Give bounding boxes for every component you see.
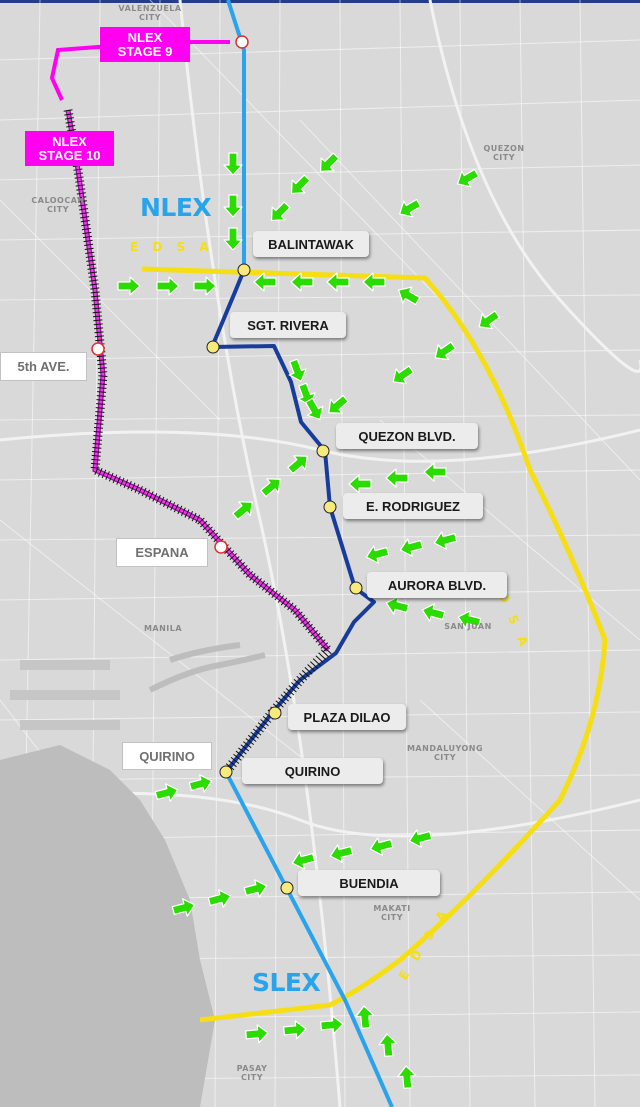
city-label-manila: MANILA [143, 624, 183, 633]
stage9-junction-marker [235, 35, 249, 49]
quezon-blvd-dot [316, 444, 330, 458]
top-border [0, 0, 640, 3]
city-label-mandaluyong: MANDALUYONG CITY [406, 744, 484, 762]
quirino-dot [219, 765, 233, 779]
city-label-quezon: QUEZON CITY [483, 144, 525, 162]
pasig-river [148, 642, 266, 693]
port-piers [10, 660, 120, 730]
aurora-blvd-dot [349, 581, 363, 595]
quirino-west-label: QUIRINO [122, 742, 212, 770]
slex-line [224, 771, 394, 1107]
balintawak-label: BALINTAWAK [253, 231, 369, 257]
e-rodriguez-label: E. RODRIGUEZ [343, 493, 483, 519]
buendia-dot [280, 881, 294, 895]
edsa-road [141, 266, 608, 1023]
connection-markers [91, 35, 249, 554]
buendia-label: BUENDIA [298, 870, 440, 896]
city-label-san-juan: SAN JUAN [444, 622, 492, 631]
espana-marker [214, 540, 228, 554]
balintawak-dot [237, 263, 251, 277]
plaza-dilao-label: PLAZA DILAO [288, 704, 406, 730]
nlex-stage-9-box: NLEX STAGE 9 [100, 27, 190, 62]
sgt-rivera-dot [206, 340, 220, 354]
stage10-route-core [66, 109, 329, 651]
plaza-dilao-dot [268, 706, 282, 720]
edsa-label-top: E D S A [130, 240, 214, 254]
nlex-stage-10-box: NLEX STAGE 10 [25, 131, 114, 166]
quezon-blvd-label: QUEZON BLVD. [336, 423, 478, 449]
rail-line [63, 109, 332, 776]
quirino-label: QUIRINO [242, 758, 383, 784]
city-label-makati: MAKATI CITY [373, 904, 411, 922]
fifth-ave-label: 5th AVE. [0, 352, 87, 381]
city-label-caloocan: CALOOCAN CITY [31, 196, 85, 214]
aurora-blvd-label: AURORA BLVD. [367, 572, 507, 598]
slex-label: SLEX [252, 968, 321, 997]
sgt-rivera-label: SGT. RIVERA [230, 312, 346, 338]
city-label-pasay: PASAY CITY [236, 1064, 268, 1082]
nlex-label: NLEX [140, 193, 212, 222]
interchange-markers [206, 263, 363, 895]
nlex-line [226, 0, 246, 270]
city-label-valenzuela: VALENZUELA CITY [118, 4, 182, 22]
fifth-ave-marker [91, 342, 105, 356]
e-rodriguez-dot [323, 500, 337, 514]
espana-label: ESPANA [116, 538, 208, 567]
manila-bay [0, 745, 215, 1107]
